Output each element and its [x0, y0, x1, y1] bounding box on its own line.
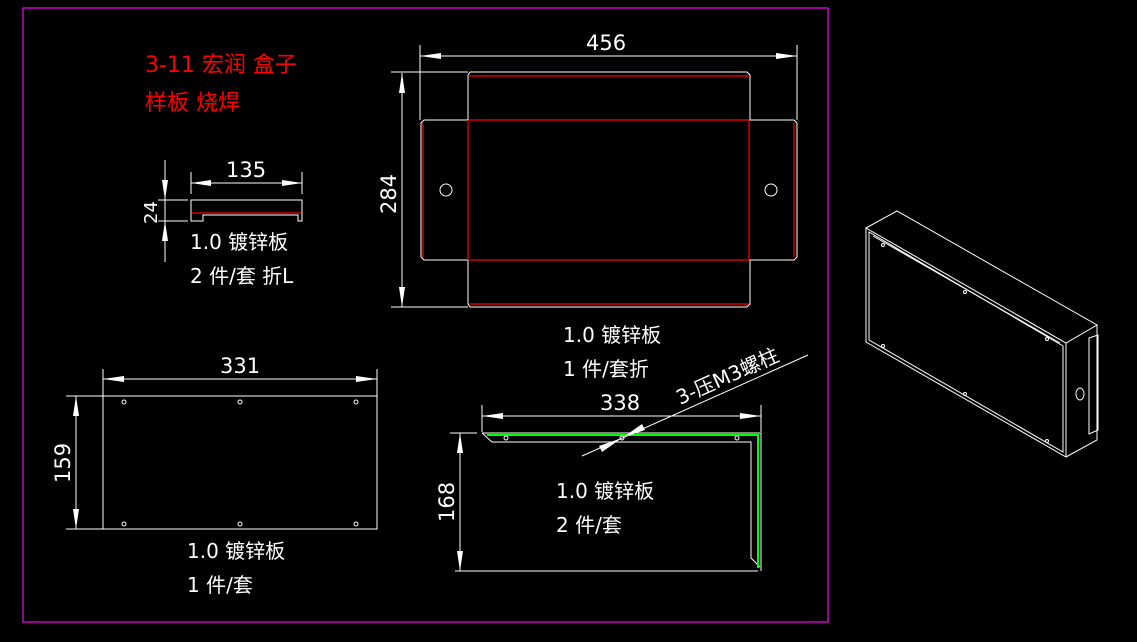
box-material: 1.0 镀锌板 [563, 323, 661, 347]
box-height-dim: 284 [377, 174, 401, 214]
plate-height-dim: 159 [51, 443, 75, 483]
box-width-dim: 456 [586, 31, 626, 55]
angle-width-dim: 338 [600, 391, 640, 415]
plate-qty: 1 件/套 [187, 573, 253, 597]
drawing-frame [22, 7, 829, 623]
strip-material: 1.0 镀锌板 [190, 230, 288, 254]
angle-callout: 3-压M3螺柱 [672, 343, 782, 410]
angle-height-dim: 168 [435, 482, 459, 522]
title-line-2: 样板 烧焊 [145, 91, 240, 116]
angle-material: 1.0 镀锌板 [556, 479, 654, 503]
strip-part: 135 24 1.0 镀锌板 2 件/套 折L [141, 158, 303, 288]
isometric-box-view [864, 210, 1099, 458]
box-qty: 1 件/套折 [563, 357, 649, 381]
angle-qty: 2 件/套 [556, 513, 622, 537]
box-part: 456 284 1.0 镀锌板 1 件/套折 [377, 31, 798, 381]
strip-width-dim: 135 [226, 158, 266, 182]
title-line-1: 3-11 宏润 盒子 [145, 53, 297, 78]
strip-height-dim: 24 [141, 201, 162, 224]
plate-part: 331 159 1.0 镀锌板 1 件/套 [51, 354, 378, 597]
strip-qty: 2 件/套 折L [190, 264, 294, 288]
plate-material: 1.0 镀锌板 [187, 539, 285, 563]
plate-width-dim: 331 [220, 354, 260, 378]
